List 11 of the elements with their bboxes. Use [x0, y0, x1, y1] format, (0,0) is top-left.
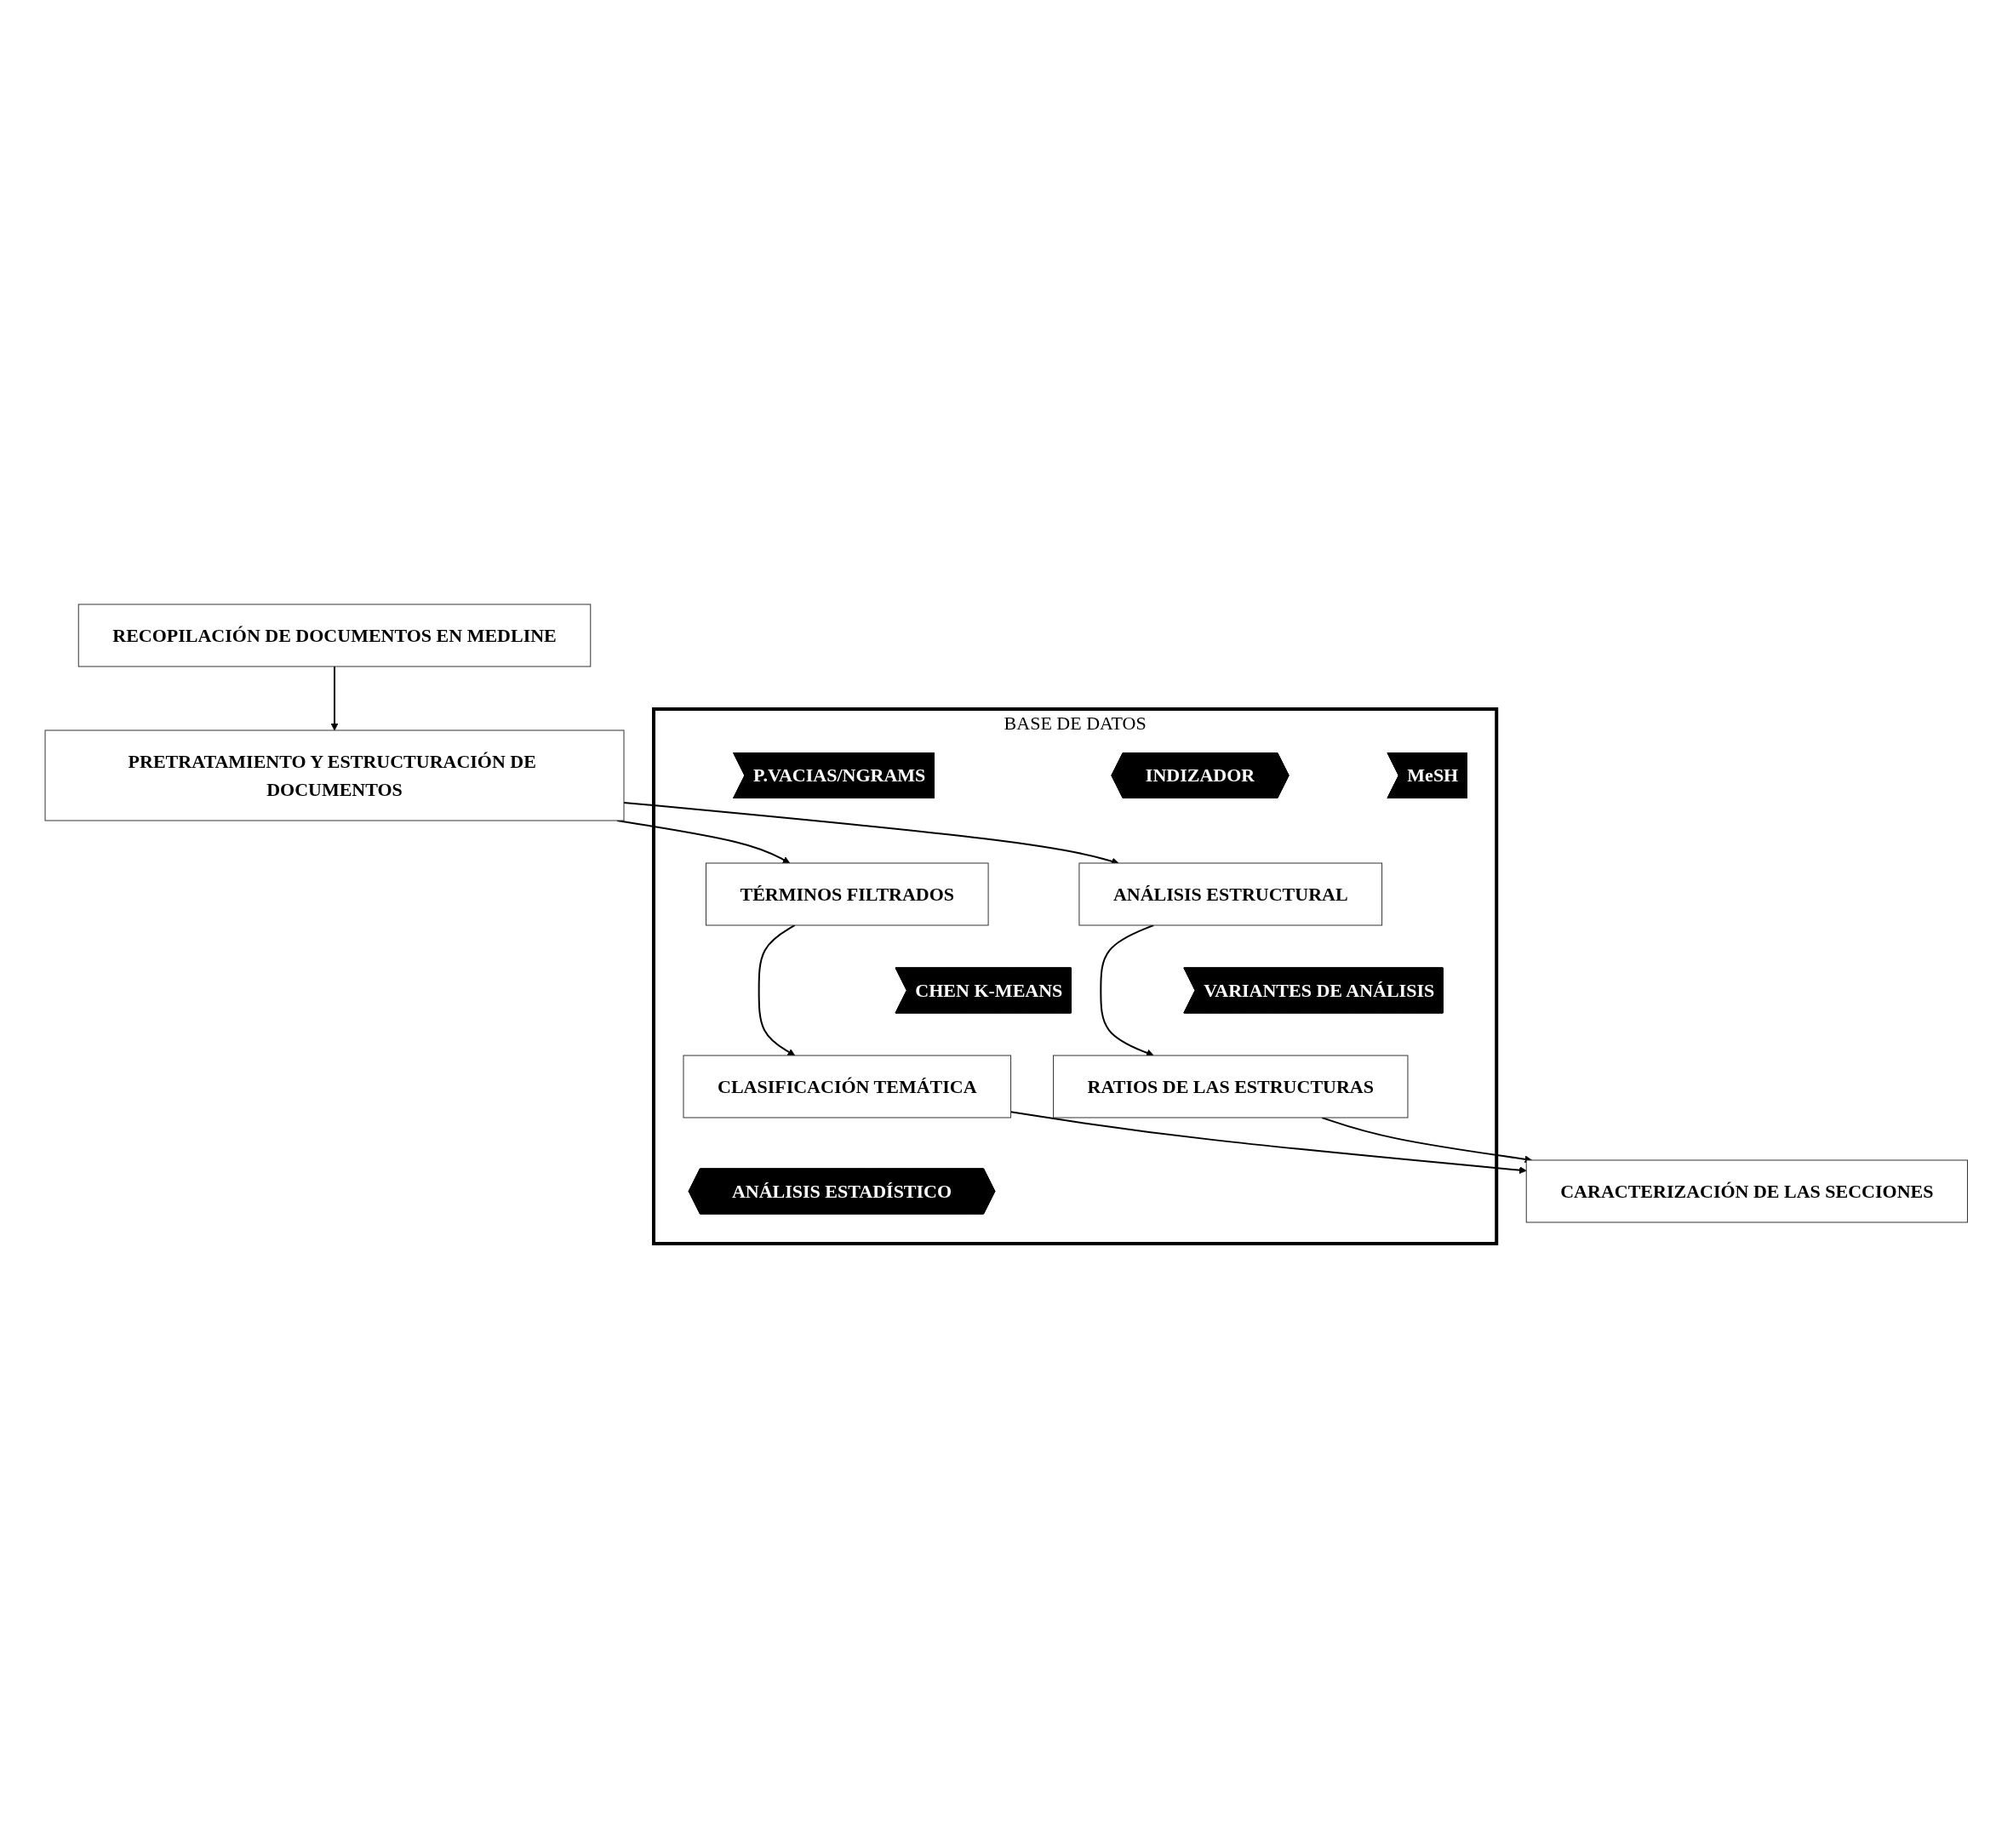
node-box: CARACTERIZACIÓN DE LAS SECCIONES	[1526, 1159, 1969, 1223]
node-box: TÉRMINOS FILTRADOS	[706, 862, 989, 926]
node-box: ANÁLISIS ESTRUCTURAL	[1078, 862, 1383, 926]
arrow	[330, 666, 339, 731]
node-box: RECOPILACIÓN DE DOCUMENTOS EN MEDLINE	[78, 604, 592, 667]
node-box: CLASIFICACIÓN TEMÁTICA	[683, 1055, 1012, 1119]
node-box: RATIOS DE LAS ESTRUCTURAS	[1053, 1055, 1409, 1119]
arrow	[758, 924, 796, 1056]
node-box: PRETRATAMIENTO Y ESTRUCTURACIÓN DE DOCUMENTOS	[44, 729, 625, 821]
arrow	[1321, 1117, 1533, 1164]
arrow	[1009, 1111, 1527, 1174]
